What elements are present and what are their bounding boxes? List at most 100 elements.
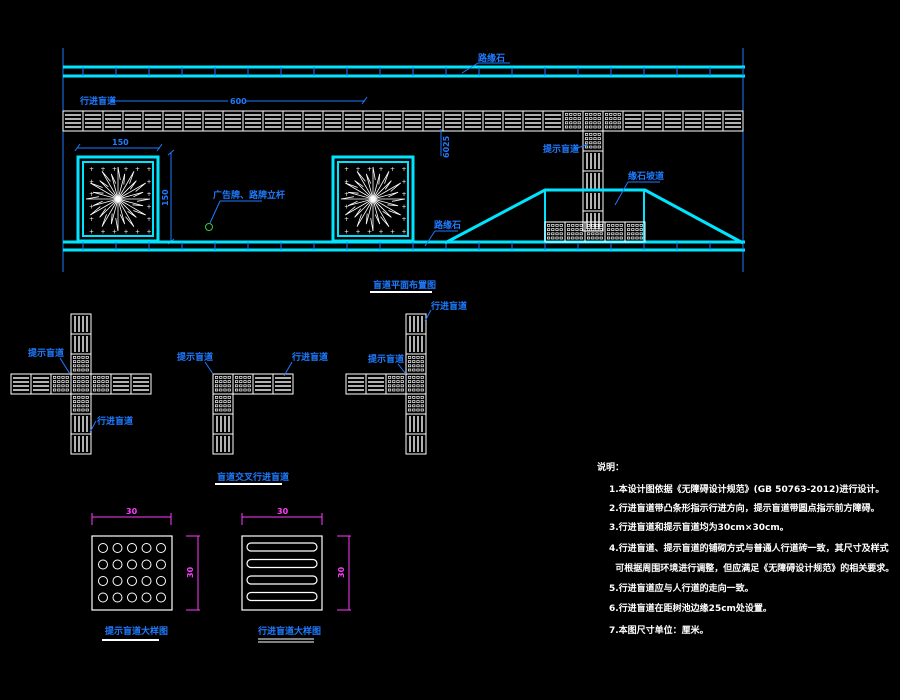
warning-tile-title: 提示盲道大样图 [105, 625, 168, 637]
walk-tile [322, 110, 344, 132]
corner-warning-label: 提示盲道 [177, 351, 213, 363]
warning-tile [582, 110, 604, 132]
walk-tile [272, 373, 294, 395]
soil-mark: + [89, 191, 94, 198]
pole-label: 广告牌、路牌立杆 [213, 189, 285, 201]
walk-strip-dim: 600 [230, 97, 247, 106]
soil-mark: + [124, 229, 129, 236]
walk-tile [582, 190, 604, 212]
walk-tile [62, 110, 84, 132]
pole-marker [205, 223, 213, 231]
note-item: 2.行进盲道带凸条形指示行进方向，提示盲道带圆点指示前方障碍。 [609, 502, 880, 514]
bottom-curb [63, 240, 745, 252]
walk-tile [242, 110, 264, 132]
walk-tile [302, 110, 324, 132]
warning-tile [405, 393, 427, 415]
warning-tile [405, 373, 427, 395]
walk-tile [30, 373, 52, 395]
walk-tile [182, 110, 204, 132]
walk-tile [202, 110, 224, 132]
tactile-dot [156, 576, 166, 586]
soil-mark: + [356, 229, 361, 236]
cross-walk-label: 行进盲道 [96, 415, 133, 427]
soil-mark: + [367, 229, 372, 236]
walk-tile [405, 433, 427, 455]
warning-tile [70, 373, 92, 395]
soil-mark: + [112, 166, 117, 173]
walk-tile [482, 110, 504, 132]
soil-mark: + [89, 179, 94, 186]
walk-tile-title: 行进盲道大样图 [257, 625, 321, 637]
walk-tile [582, 150, 604, 172]
soil-mark: + [402, 216, 407, 223]
tactile-dot [127, 543, 137, 553]
tactile-walk-strip [62, 110, 744, 232]
walk-tile [122, 110, 144, 132]
soil-mark: + [402, 166, 407, 173]
warning-label: 提示盲道 [543, 143, 579, 155]
soil-mark: + [135, 229, 140, 236]
tactile-bar [246, 558, 318, 569]
tactile-dot [98, 543, 108, 553]
tactile-dot [141, 559, 152, 570]
walk-tile [622, 110, 644, 132]
walk-tile-width-dim: 30 [277, 507, 289, 516]
warning-tile [564, 221, 586, 243]
walk-tile [662, 110, 684, 132]
tactile-bar [246, 542, 318, 552]
walk-tile [405, 333, 427, 355]
note-item: 5.行进盲道应与人行道的走向一致。 [609, 582, 754, 594]
ramp-label: 缘石坡道 [628, 170, 664, 182]
tree-pit-width-dim: 150 [112, 138, 129, 147]
warning-tile [624, 221, 646, 243]
warning-tile [212, 373, 234, 395]
tactile-dot [156, 592, 166, 603]
walk-tile [702, 110, 724, 132]
corner-intersection [212, 373, 294, 455]
walk-tile [582, 170, 604, 192]
top-curb [63, 65, 745, 78]
tactile-dot [98, 592, 108, 603]
tree-pit-left: ++++++++++++++++++++ [76, 155, 160, 243]
warning-tile [385, 373, 407, 395]
soil-mark: + [344, 179, 349, 186]
soil-mark: + [390, 166, 395, 173]
walk-tile [110, 373, 132, 395]
curb-top-label: 路缘石 [478, 52, 505, 64]
soil-mark: + [124, 166, 129, 173]
tree-pit-inner [337, 161, 409, 237]
walk-tile [402, 110, 424, 132]
plan-view: 路缘石 行进盲道 600 ++++++++++++++++++++ ++++++… [62, 48, 745, 293]
tree-pit-right: ++++++++++++++++++++ [331, 155, 415, 243]
soil-mark: + [390, 229, 395, 236]
walk-tile [142, 110, 164, 132]
tactile-dot [127, 576, 137, 586]
walk-tile [642, 110, 664, 132]
warning-tile [70, 353, 92, 375]
walk-tile [462, 110, 484, 132]
offset-dim-60: 60 [442, 146, 451, 158]
soil-mark: + [147, 166, 152, 173]
walk-tile [442, 110, 464, 132]
soil-mark: + [356, 166, 361, 173]
soil-mark: + [135, 166, 140, 173]
soil-mark: + [101, 166, 106, 173]
notes-block: 说明： 1.本设计图依据《无障碍设计规范》(GB 50763-2012)进行设计… [597, 461, 894, 636]
tee-warning-label: 提示盲道 [368, 353, 404, 365]
walk-tile [365, 373, 387, 395]
warning-tile-detail: 30 30 提示盲道大样图 [91, 507, 200, 641]
plan-title: 盲道平面布置图 [373, 279, 436, 291]
warning-tile [544, 221, 566, 243]
cross-warning-label: 提示盲道 [28, 347, 64, 359]
warning-tile [405, 353, 427, 375]
warning-tile-width-dim: 30 [126, 507, 138, 516]
tactile-dot [112, 592, 123, 603]
soil-mark: + [147, 229, 152, 236]
soil-mark: + [402, 229, 407, 236]
soil-mark: + [379, 229, 384, 236]
walk-tile [362, 110, 384, 132]
walk-tile [582, 210, 604, 232]
warning-tile [50, 373, 72, 395]
soil-mark: + [147, 179, 152, 186]
curb-bottom-label: 路缘石 [434, 219, 461, 231]
